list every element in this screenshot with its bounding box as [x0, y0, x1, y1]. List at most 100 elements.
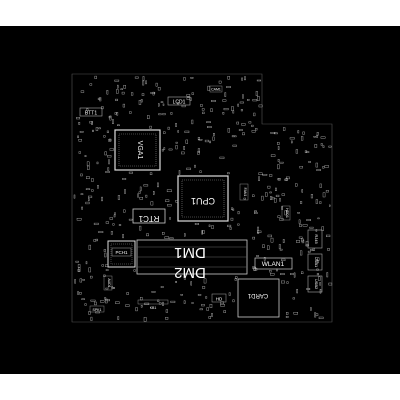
smd-part — [253, 212, 258, 214]
smd-part — [175, 122, 177, 127]
smd-part — [299, 224, 302, 228]
smd-part — [77, 268, 80, 272]
kb-connector — [137, 299, 169, 305]
smd-part — [257, 226, 259, 231]
smd-part — [316, 268, 319, 271]
smd-part — [85, 188, 91, 190]
smd-part — [129, 111, 132, 114]
smd-part — [222, 111, 225, 115]
smd-part — [201, 304, 205, 307]
smd-part — [199, 170, 202, 173]
smd-part — [220, 304, 225, 307]
smd-part — [309, 226, 314, 229]
smd-part — [267, 234, 272, 238]
smd-part — [277, 142, 280, 145]
smd-part — [77, 264, 81, 268]
smd-part — [191, 302, 194, 304]
smd-part — [322, 166, 325, 169]
smd-part — [175, 280, 177, 283]
board-outline — [71, 73, 333, 323]
smd-part — [157, 87, 161, 91]
smd-part — [81, 298, 85, 300]
audio-box — [103, 275, 113, 291]
smd-part — [279, 198, 281, 202]
smd-part — [324, 165, 330, 168]
smd-part — [143, 184, 149, 187]
smd-part — [240, 108, 243, 112]
smd-part — [125, 304, 130, 307]
smd-part — [158, 302, 162, 305]
smd-part — [144, 302, 150, 305]
smd-part — [317, 217, 320, 220]
smd-part — [222, 99, 227, 102]
smd-part — [269, 269, 272, 273]
smd-part — [158, 113, 162, 116]
card-label: CARD1 — [247, 292, 268, 298]
smd-part — [128, 218, 133, 221]
smd-part — [186, 167, 191, 170]
smd-part — [161, 149, 164, 152]
smd-part — [149, 125, 152, 129]
smd-part — [315, 162, 318, 168]
smd-part — [168, 148, 173, 151]
vga-label: VGA1 — [136, 141, 143, 160]
board-drawing: VGA1 CPU1 RTC1 — [71, 73, 333, 323]
smd-part — [117, 195, 120, 200]
smd-part — [86, 165, 90, 170]
smd-part — [277, 158, 280, 162]
smd-part — [202, 111, 205, 114]
lcd-label: LCD1 — [173, 100, 186, 106]
smd-part — [114, 79, 120, 82]
smd-part — [298, 219, 301, 224]
smd-part — [212, 132, 215, 136]
spk-label: SPK1 — [93, 308, 102, 312]
smd-part — [97, 97, 101, 100]
board-layout: VGA1 CPU1 RTC1 — [0, 26, 400, 374]
smd-part — [223, 107, 229, 111]
smd-part — [140, 305, 143, 308]
smd-part — [162, 231, 165, 235]
smd-part — [151, 291, 156, 293]
smd-part — [239, 101, 244, 104]
smd-part — [275, 194, 280, 198]
smd-part — [319, 201, 322, 204]
smd-part — [319, 289, 322, 294]
smd-part — [282, 239, 285, 243]
smd-part — [140, 99, 143, 103]
smd-part — [113, 214, 116, 218]
smd-part — [276, 268, 278, 272]
smd-part — [109, 217, 113, 220]
smd-part — [277, 164, 280, 170]
smd-part — [281, 280, 285, 284]
smd-part — [185, 139, 189, 144]
smd-part — [180, 294, 183, 296]
smd-part — [314, 144, 318, 148]
smd-part — [319, 183, 322, 188]
smd-part — [183, 146, 185, 150]
smd-part — [101, 264, 104, 267]
smd-part — [211, 313, 213, 317]
smd-part — [76, 116, 80, 120]
smd-part — [232, 144, 237, 147]
smd-part — [315, 313, 319, 316]
smd-part — [277, 178, 280, 181]
smd-part — [79, 131, 84, 133]
smd-part — [95, 127, 99, 131]
smd-part — [234, 278, 237, 281]
smd-part — [105, 287, 109, 290]
smd-part — [78, 151, 81, 154]
smd-part — [283, 127, 286, 131]
smd-part — [105, 299, 110, 302]
smd-part — [242, 132, 245, 136]
smd-part — [85, 261, 88, 265]
smd-part — [202, 230, 205, 234]
smd-part — [122, 103, 125, 108]
smd-part — [251, 124, 254, 127]
smd-part — [78, 267, 81, 272]
smd-part — [190, 77, 194, 79]
smd-part — [74, 279, 76, 284]
smd-part — [286, 176, 290, 180]
wlan-label: WLAN1 — [262, 261, 285, 268]
smd-part — [146, 233, 150, 237]
